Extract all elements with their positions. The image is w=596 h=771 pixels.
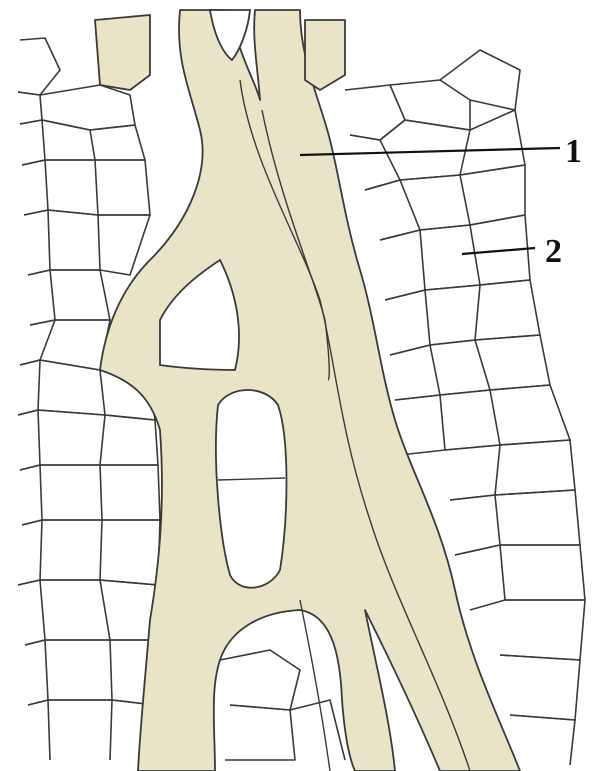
- laticifer-network: [95, 10, 520, 771]
- leader-line-1: [300, 148, 560, 155]
- label-group-1: 1: [300, 133, 582, 170]
- leader-line-2: [462, 248, 535, 254]
- label-2: 2: [545, 233, 562, 270]
- label-1: 1: [565, 133, 582, 170]
